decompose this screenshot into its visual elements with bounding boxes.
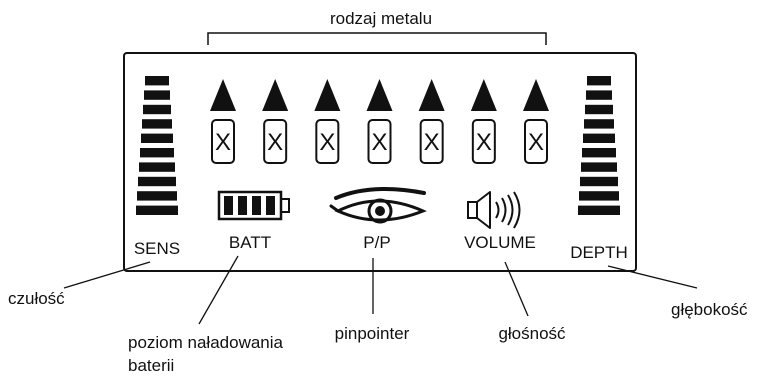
sens-bar-stack xyxy=(136,76,178,215)
glosnosc-label: głośność xyxy=(498,324,566,343)
depth-bar-5 xyxy=(583,133,615,143)
depth-bar-7 xyxy=(581,162,617,172)
depth-bar-2 xyxy=(586,90,612,100)
triangle-up-icon xyxy=(210,79,236,111)
sens-bar-5 xyxy=(141,133,173,143)
battery-cell-3 xyxy=(252,196,261,215)
glebokosc-label: głębokość xyxy=(671,300,748,319)
pp-label: P/P xyxy=(363,233,390,252)
metal-segment-box xyxy=(524,119,548,164)
triangle-up-icon xyxy=(314,79,341,111)
sens-bar-3 xyxy=(143,104,171,115)
sens-bar-7 xyxy=(139,162,175,172)
depth-bar-4 xyxy=(584,119,614,129)
metal-type-label: rodzaj metalu xyxy=(330,9,432,28)
metal-segment-box xyxy=(471,119,496,164)
metal-segment-glyph: X xyxy=(319,129,335,156)
volume-label: VOLUME xyxy=(464,233,536,252)
metal-segment-box xyxy=(315,119,340,164)
czulosc-leader xyxy=(63,261,151,289)
triangle-up-icon xyxy=(523,79,549,111)
sens-bar-4 xyxy=(142,119,172,129)
depth-bar-stack xyxy=(578,76,620,215)
batt-label: BATT xyxy=(229,233,271,252)
bateria-leader xyxy=(198,255,239,325)
metal-segment-glyph: X xyxy=(424,129,440,156)
battery-cell-4 xyxy=(266,196,275,215)
speaker-icon xyxy=(467,191,521,229)
sens-bar-6 xyxy=(140,148,174,158)
battery-icon xyxy=(217,190,290,221)
metal-segment-glyph: X xyxy=(476,129,492,156)
metal-segment-box xyxy=(263,119,288,164)
metal-type-bracket xyxy=(207,32,547,45)
triangle-up-icon xyxy=(418,79,445,111)
sens-bar-2 xyxy=(144,90,170,100)
battery-cell-1 xyxy=(224,196,233,215)
depth-bar-1 xyxy=(587,76,611,86)
metal-segment-glyph: X xyxy=(215,129,231,156)
depth-bar-9 xyxy=(579,191,619,201)
depth-bar-6 xyxy=(582,148,616,158)
metal-segment-box xyxy=(211,119,235,164)
depth-bar-3 xyxy=(585,104,613,115)
depth-bar-8 xyxy=(580,176,618,187)
battery-cell-2 xyxy=(238,196,247,215)
sens-bar-9 xyxy=(137,191,177,201)
bateria-label-line1: poziom naładowania xyxy=(128,333,284,352)
glebokosc-leader xyxy=(607,265,698,289)
depth-bar-10 xyxy=(578,205,620,215)
czulosc-label: czułość xyxy=(8,289,65,308)
pinpointer-label: pinpointer xyxy=(335,324,410,343)
triangle-up-icon xyxy=(470,79,497,111)
glosnosc-leader xyxy=(504,261,529,317)
sens-label: SENS xyxy=(134,239,180,258)
metal-segment-box xyxy=(419,119,444,164)
metal-segment-glyph: X xyxy=(528,129,544,156)
sens-bar-10 xyxy=(136,205,178,215)
sens-bar-8 xyxy=(138,176,176,187)
metal-segment-glyph: X xyxy=(371,129,387,156)
triangle-up-icon xyxy=(262,79,289,111)
bateria-label-line2: baterii xyxy=(128,356,174,375)
metal-segment-glyph: X xyxy=(267,129,283,156)
depth-label: DEPTH xyxy=(570,243,628,262)
triangle-up-icon xyxy=(366,79,393,111)
sens-bar-1 xyxy=(145,76,169,86)
eye-icon xyxy=(329,187,427,224)
metal-segment-box xyxy=(367,119,392,164)
